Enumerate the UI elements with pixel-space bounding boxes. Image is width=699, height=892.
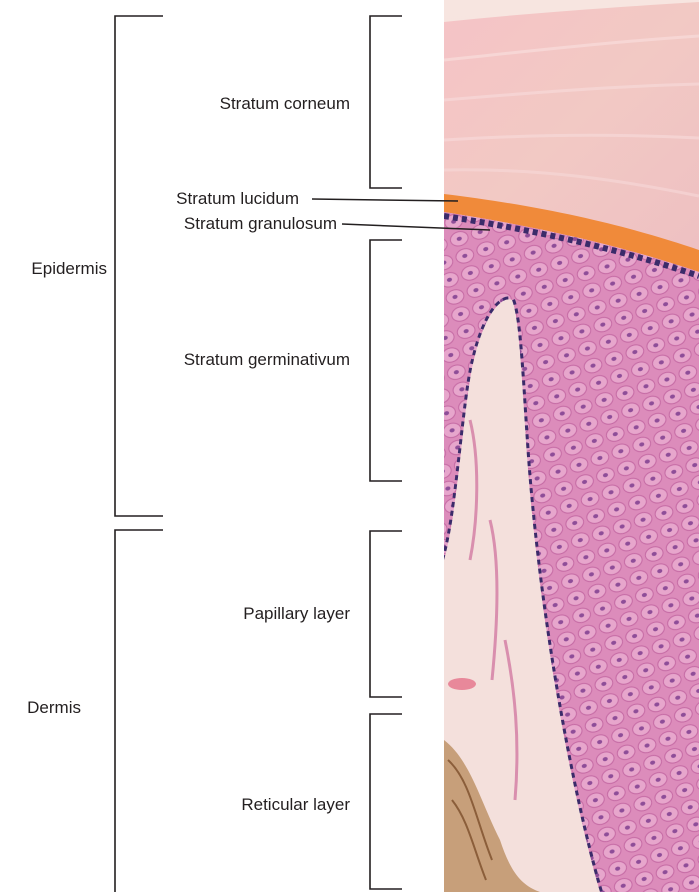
stratum-corneum-label: Stratum corneum <box>220 94 350 114</box>
bracket-epidermis <box>115 16 163 516</box>
bracket-germinativum <box>370 240 402 481</box>
stratum-germinativum-label: Stratum germinativum <box>184 350 350 370</box>
reticular-layer-label: Reticular layer <box>241 795 350 815</box>
bracket-corneum <box>370 16 402 188</box>
epidermis-label: Epidermis <box>31 259 107 279</box>
histology-micrograph <box>444 0 699 892</box>
leader-line-lucidum <box>312 199 458 201</box>
bracket-papillary <box>370 531 402 697</box>
dermis-label: Dermis <box>27 698 81 718</box>
stratum-granulosum-label: Stratum granulosum <box>184 214 337 234</box>
stratum-lucidum-label: Stratum lucidum <box>176 189 299 209</box>
papillary-layer-label: Papillary layer <box>243 604 350 624</box>
bracket-reticular <box>370 714 402 889</box>
bracket-dermis <box>115 530 163 892</box>
